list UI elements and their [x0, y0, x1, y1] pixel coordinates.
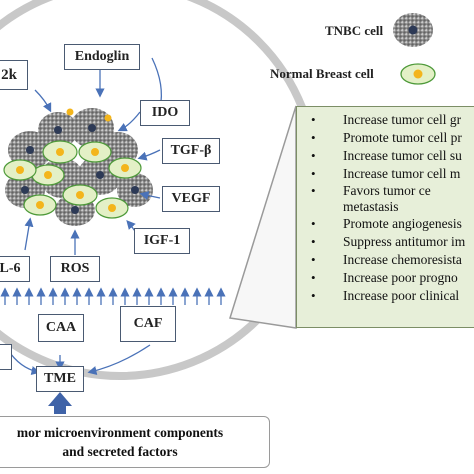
legend-tnbc-label: TNBC cell: [325, 23, 384, 38]
legend-tnbc-icon: [393, 13, 433, 47]
caption-to-tme-arrow: [48, 392, 72, 414]
factor-caf: CAF: [120, 306, 176, 342]
effect-item: Increase chemoresista: [297, 251, 474, 269]
factor-ros: ROS: [50, 256, 100, 282]
factor-il6: L-6: [0, 256, 30, 282]
bottom-caption-line1: mor microenvironment components: [16, 425, 224, 440]
factor-igf1: IGF-1: [134, 228, 190, 254]
factor-tgf-beta: TGF-β: [162, 138, 220, 164]
tumor-cluster: [3, 108, 153, 226]
effect-item: Increase tumor cell m: [297, 165, 474, 183]
factor-endoglin: Endoglin: [64, 44, 140, 70]
effect-item-line2: metastasis: [343, 199, 399, 214]
legend-normal-label: Normal Breast cell: [270, 66, 374, 81]
effects-list: Increase tumor cell gr Promote tumor cel…: [297, 107, 474, 305]
factor-clipped-top: 2k: [0, 60, 28, 90]
factor-vegf: VEGF: [162, 186, 220, 212]
factor-caa: CAA: [38, 314, 84, 342]
effects-panel: Increase tumor cell gr Promote tumor cel…: [296, 106, 474, 328]
factor-clipped-left: [0, 344, 12, 370]
effect-item: Promote angiogenesis: [297, 215, 474, 233]
effect-item-line1: Favors tumor ce: [343, 183, 431, 198]
factor-tme: TME: [36, 366, 84, 392]
effect-item: Suppress antitumor im: [297, 233, 474, 251]
effect-item: Increase tumor cell su: [297, 147, 474, 165]
effect-item: Increase poor progno: [297, 269, 474, 287]
factor-ido: IDO: [140, 100, 190, 126]
callout-wedge: [229, 105, 297, 329]
effect-item: Increase poor clinical: [297, 287, 474, 305]
upward-arrow-row: [0, 287, 226, 305]
effect-item: Increase tumor cell gr: [297, 111, 474, 129]
bottom-caption: mor microenvironment components and secr…: [0, 416, 270, 468]
bottom-caption-line2: and secreted factors: [62, 444, 178, 459]
effect-item: Promote tumor cell pr: [297, 129, 474, 147]
legend-normal-icon: [400, 63, 436, 85]
